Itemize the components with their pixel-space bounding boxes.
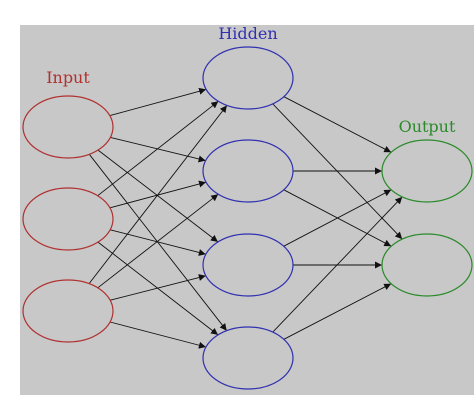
connections-group xyxy=(88,87,403,349)
input-node-2 xyxy=(22,187,114,251)
hidden-node-1 xyxy=(202,46,294,110)
connection-arrow-l0-3-to-2 xyxy=(97,193,219,289)
hidden-node-2 xyxy=(202,139,294,203)
connection-arrow-l0-3-to-4 xyxy=(109,321,207,349)
hidden-node-3 xyxy=(202,233,294,297)
connection-arrow-l0-1-to-1 xyxy=(109,87,207,117)
connection-arrow-l1-4-to-2 xyxy=(283,283,392,340)
connection-arrow-l0-1-to-4 xyxy=(88,154,228,331)
connection-arrow-l1-3-to-1 xyxy=(283,189,392,247)
connection-arrow-l0-3-to-1 xyxy=(88,105,228,284)
output-node-2 xyxy=(381,233,473,297)
connection-arrow-l1-1-to-2 xyxy=(272,103,403,240)
nodes-group xyxy=(22,46,473,390)
connection-arrow-l1-1-to-1 xyxy=(283,96,392,153)
output-layer-label: Output xyxy=(399,117,456,136)
connection-arrow-l0-1-to-3 xyxy=(97,149,219,243)
connection-arrow-l1-4-to-1 xyxy=(272,196,403,333)
connection-arrow-l0-2-to-1 xyxy=(97,100,219,197)
input-node-1 xyxy=(22,95,114,159)
hidden-node-4 xyxy=(202,326,294,390)
input-layer-label: Input xyxy=(46,68,90,87)
hidden-layer-label: Hidden xyxy=(218,24,277,43)
connection-arrow-l0-2-to-3 xyxy=(110,229,206,256)
output-node-1 xyxy=(381,139,473,203)
connection-arrow-l0-2-to-4 xyxy=(97,241,219,336)
input-node-3 xyxy=(22,279,114,343)
connection-arrow-l0-3-to-3 xyxy=(110,274,206,301)
diagram-background xyxy=(20,25,474,395)
